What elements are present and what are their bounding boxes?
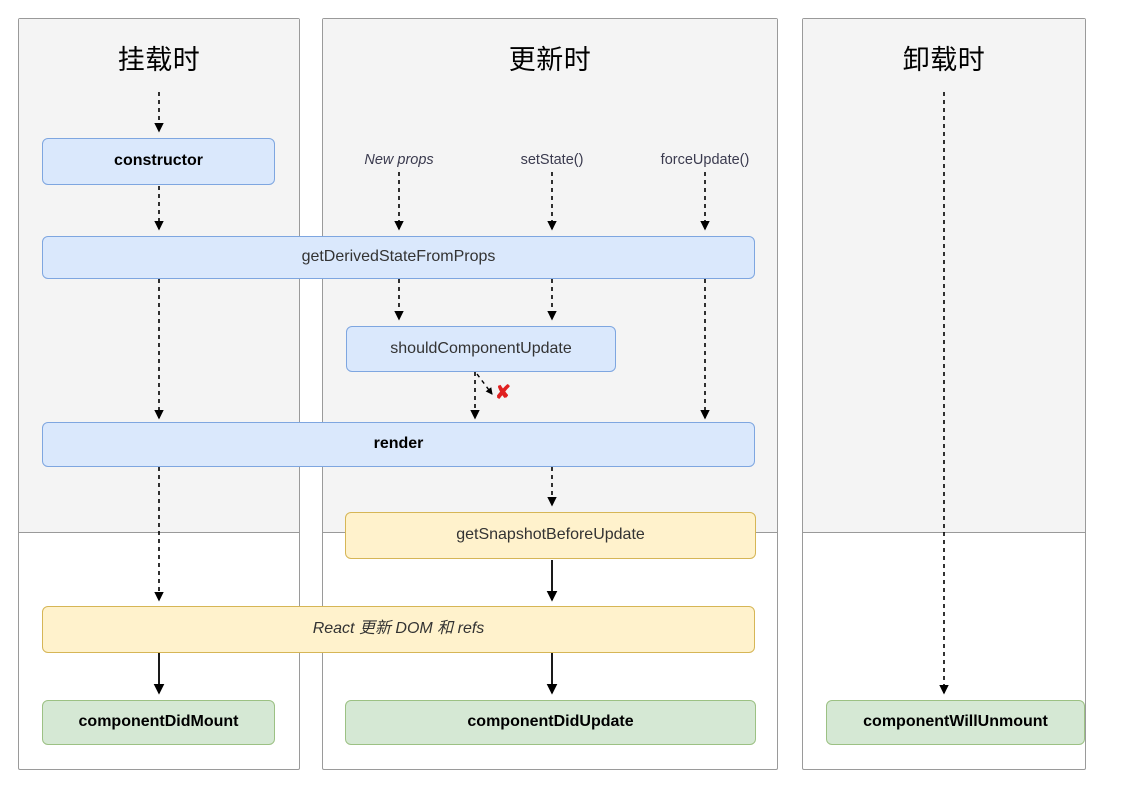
phase-title-unmounting: 卸载时 <box>902 45 986 75</box>
phase-title-mounting: 挂载时 <box>117 45 201 75</box>
node-component-did-update[interactable]: componentDidUpdate <box>345 700 756 745</box>
node-should-component-update[interactable]: shouldComponentUpdate <box>346 326 616 372</box>
node-component-will-unmount[interactable]: componentWillUnmount <box>826 700 1085 745</box>
trigger-label-force-update: forceUpdate() <box>660 152 750 168</box>
node-get-derived-state-from-props[interactable]: getDerivedStateFromProps <box>42 236 755 279</box>
skip-render-x-icon: ✘ <box>495 382 511 404</box>
node-react-updates-dom-and-refs[interactable]: React 更新 DOM 和 refs <box>42 606 755 653</box>
node-get-snapshot-before-update[interactable]: getSnapshotBeforeUpdate <box>345 512 756 559</box>
phase-column-unmounting: 卸载时 <box>802 18 1086 770</box>
node-constructor[interactable]: constructor <box>42 138 275 185</box>
trigger-label-new-props: New props <box>364 152 434 168</box>
phase-column-updating: 更新时 <box>322 18 778 770</box>
node-render[interactable]: render <box>42 422 755 467</box>
phase-title-updating: 更新时 <box>508 45 592 75</box>
phase-column-unmounting-render-phase <box>803 19 1085 533</box>
trigger-label-set-state: setState() <box>520 152 584 168</box>
phase-column-mounting: 挂载时 <box>18 18 300 770</box>
node-component-did-mount[interactable]: componentDidMount <box>42 700 275 745</box>
